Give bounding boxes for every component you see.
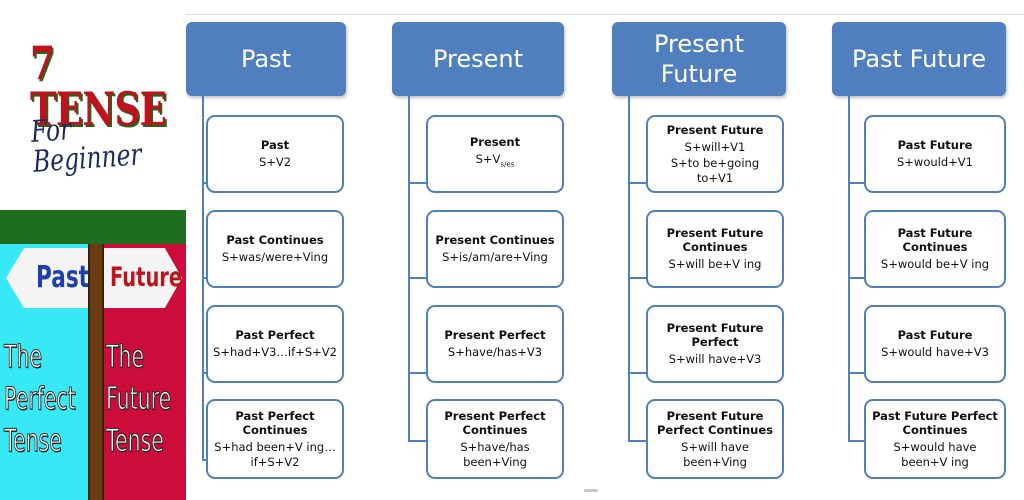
connector-line — [408, 182, 426, 184]
tense-formula: S+will be+V ing — [668, 257, 762, 271]
sign-future-label: Future — [110, 262, 183, 293]
tense-box: Present Future Perfect S+will have+V3 — [646, 305, 784, 383]
formula-subscript: s/es — [500, 160, 515, 169]
future-tense-line: Future — [106, 381, 172, 418]
perfect-tense-line: Perfect — [4, 381, 76, 418]
formula-main: S+V — [475, 152, 501, 167]
left-arrow-sign — [6, 248, 88, 308]
column-header-present: Present — [392, 22, 564, 96]
tense-title: Past Future — [897, 138, 973, 152]
connector-line — [628, 182, 646, 184]
promo-subtitle: For Beginner — [29, 112, 143, 180]
tense-box: Past Perfect S+had+V3…if+S+V2 — [206, 305, 344, 383]
column-header-past: Past — [186, 22, 346, 96]
perfect-tense-text: The Perfect Tense — [4, 336, 76, 462]
tense-title: Present Perfect — [444, 328, 546, 342]
tense-formula: S+is/am/are+Ving — [442, 250, 548, 264]
tense-formula: S+would be+V ing — [880, 257, 990, 271]
connector-line — [408, 96, 410, 442]
tense-box: Past Future Continues S+would be+V ing — [864, 210, 1006, 288]
connector-line — [848, 182, 864, 184]
tense-title: Past Perfect — [235, 328, 315, 342]
tense-formula-alt: S+to be+going to+V1 — [670, 155, 760, 185]
tense-formula: S+V2 — [258, 155, 292, 169]
tense-title: Past Continues — [226, 233, 324, 247]
tense-box: Past Future Perfect Continues S+would ha… — [864, 399, 1006, 479]
scrollbar-thumb[interactable] — [584, 489, 598, 492]
tense-formula: S+have/has+V3 — [447, 345, 543, 359]
tense-title: Past Future Perfect Continues — [872, 408, 998, 437]
connector-line — [408, 277, 426, 279]
tense-formula: S+had+V3…if+S+V2 — [213, 345, 337, 359]
tense-formula: S+have/has been+Ving — [460, 439, 530, 469]
tense-title: Past Future Continues — [897, 226, 973, 254]
connector-line — [848, 372, 864, 374]
tense-title: Present Perfect Continues — [444, 408, 546, 437]
tense-title: Present Future Continues — [666, 226, 764, 254]
connector-line — [202, 459, 206, 461]
connector-line — [848, 96, 850, 442]
connector-line — [202, 277, 206, 279]
tense-formula: S+Vs/es — [476, 152, 515, 172]
connector-line — [408, 440, 426, 442]
tense-formula: S+would have+V3 — [881, 345, 989, 359]
future-tense-line: The — [106, 339, 145, 376]
sign-top-band — [0, 210, 186, 244]
connector-line — [628, 96, 630, 442]
sign-pole — [88, 244, 104, 500]
perfect-tense-line: The — [4, 339, 43, 376]
tense-box: Present Future Perfect Continues S+will … — [646, 399, 784, 479]
horizontal-scrollbar[interactable] — [186, 484, 1024, 500]
connector-line — [628, 372, 646, 374]
future-tense-line: Tense — [106, 423, 164, 460]
tense-box: Past Future S+would+V1 — [864, 115, 1006, 193]
sign-past-label: Past — [36, 260, 90, 295]
tense-box: Present S+Vs/es — [426, 115, 564, 193]
tense-title: Present — [469, 135, 521, 150]
tense-box: Present Future Continues S+will be+V ing — [646, 210, 784, 288]
tense-formula: S+will have+V3 — [668, 352, 762, 366]
column-header-present-future: Present Future — [612, 22, 786, 96]
connector-line — [628, 440, 646, 442]
signpost-illustration: Past Future The Perfect Tense The Future… — [0, 210, 186, 500]
tense-box: Present Future S+will+V1 S+to be+going t… — [646, 115, 784, 193]
connector-line — [408, 372, 426, 374]
connector-line — [202, 372, 206, 374]
tense-formula: S+would have been+V ing — [893, 439, 977, 469]
tense-title: Past Future — [897, 328, 973, 342]
tense-title: Past Perfect Continues — [235, 408, 315, 437]
tense-box: Present Continues S+is/am/are+Ving — [426, 210, 564, 288]
tense-box: Past Future S+would have+V3 — [864, 305, 1006, 383]
promo-title: 7 TENSE — [30, 36, 167, 136]
promo-panel: 7 TENSE For Beginner Past Future The Per… — [0, 0, 186, 500]
tense-formula: S+had been+V ing…if+S+V2 — [214, 439, 336, 469]
tense-title: Past — [260, 138, 290, 152]
tense-title: Present Future Perfect Continues — [656, 408, 773, 437]
column-header-past-future: Past Future — [832, 22, 1006, 96]
perfect-tense-line: Tense — [4, 423, 62, 460]
tense-box: Past S+V2 — [206, 115, 344, 193]
tense-title: Present Future — [666, 122, 764, 137]
tense-title: Present Future Perfect — [666, 321, 764, 349]
tense-box: Past Perfect Continues S+had been+V ing…… — [206, 399, 344, 479]
tense-formula: S+would+V1 — [897, 155, 973, 169]
tense-box: Present Perfect S+have/has+V3 — [426, 305, 564, 383]
tense-box: Present Perfect Continues S+have/has bee… — [426, 399, 564, 479]
tense-formula: S+will have been+Ving — [681, 439, 749, 469]
connector-line — [202, 182, 206, 184]
right-arrow-sign — [104, 248, 182, 308]
connector-line — [628, 277, 646, 279]
connector-line — [848, 440, 864, 442]
connector-line — [848, 277, 864, 279]
tense-diagram: Past Past S+V2 Past Continues S+was/were… — [186, 14, 1024, 485]
tense-title: Present Continues — [435, 233, 555, 247]
tense-formula: S+will+V1 — [684, 139, 746, 154]
future-tense-text: The Future Tense — [106, 336, 172, 462]
tense-formula: S+was/were+Ving — [221, 250, 329, 264]
tense-box: Past Continues S+was/were+Ving — [206, 210, 344, 288]
